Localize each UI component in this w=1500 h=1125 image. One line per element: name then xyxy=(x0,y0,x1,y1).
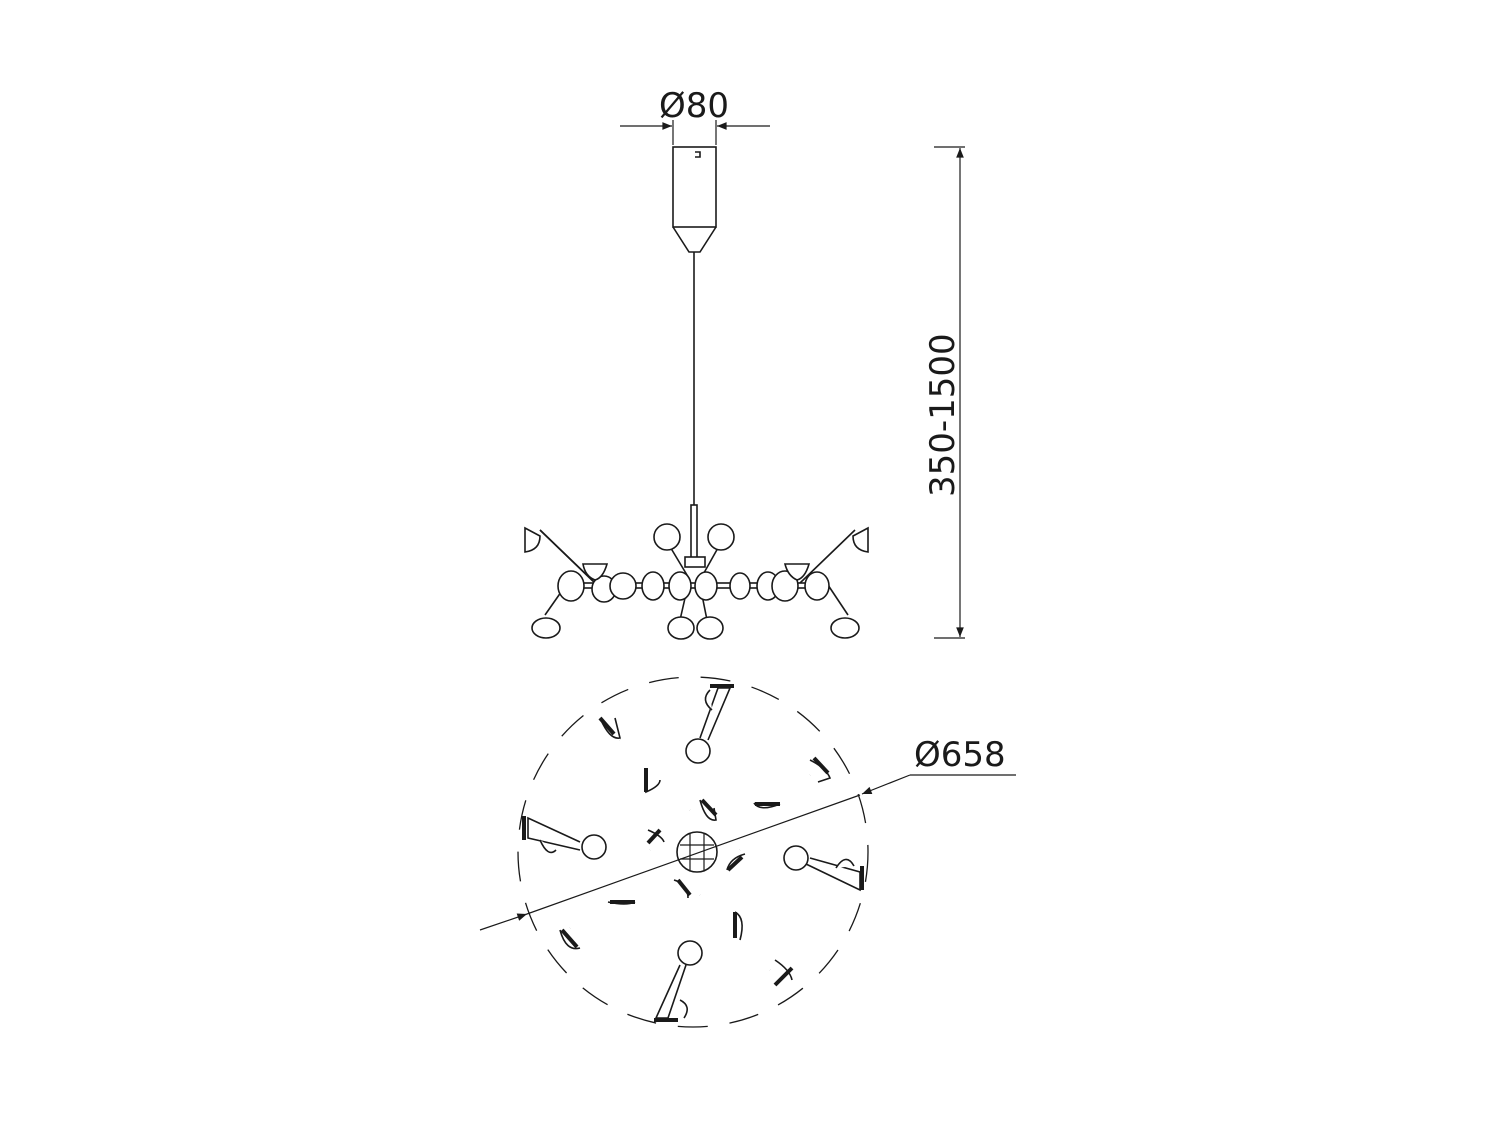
fixture-side xyxy=(524,523,869,640)
suspension-height-label: 350-1500 xyxy=(923,333,963,497)
shades xyxy=(522,684,864,1022)
canopy-diameter-dimension xyxy=(620,120,770,145)
outer-diameter-circle xyxy=(517,676,869,1028)
side-view xyxy=(524,120,965,640)
fixture-top xyxy=(522,684,864,1022)
top-view xyxy=(479,676,1016,1028)
fixture-diameter-label: Ø658 xyxy=(914,735,1006,775)
height-dimension xyxy=(934,146,965,639)
canopy xyxy=(672,146,717,253)
stem xyxy=(690,504,698,561)
fixture-diameter-dimension xyxy=(479,774,1016,931)
canopy-diameter-label: Ø80 xyxy=(659,86,729,126)
